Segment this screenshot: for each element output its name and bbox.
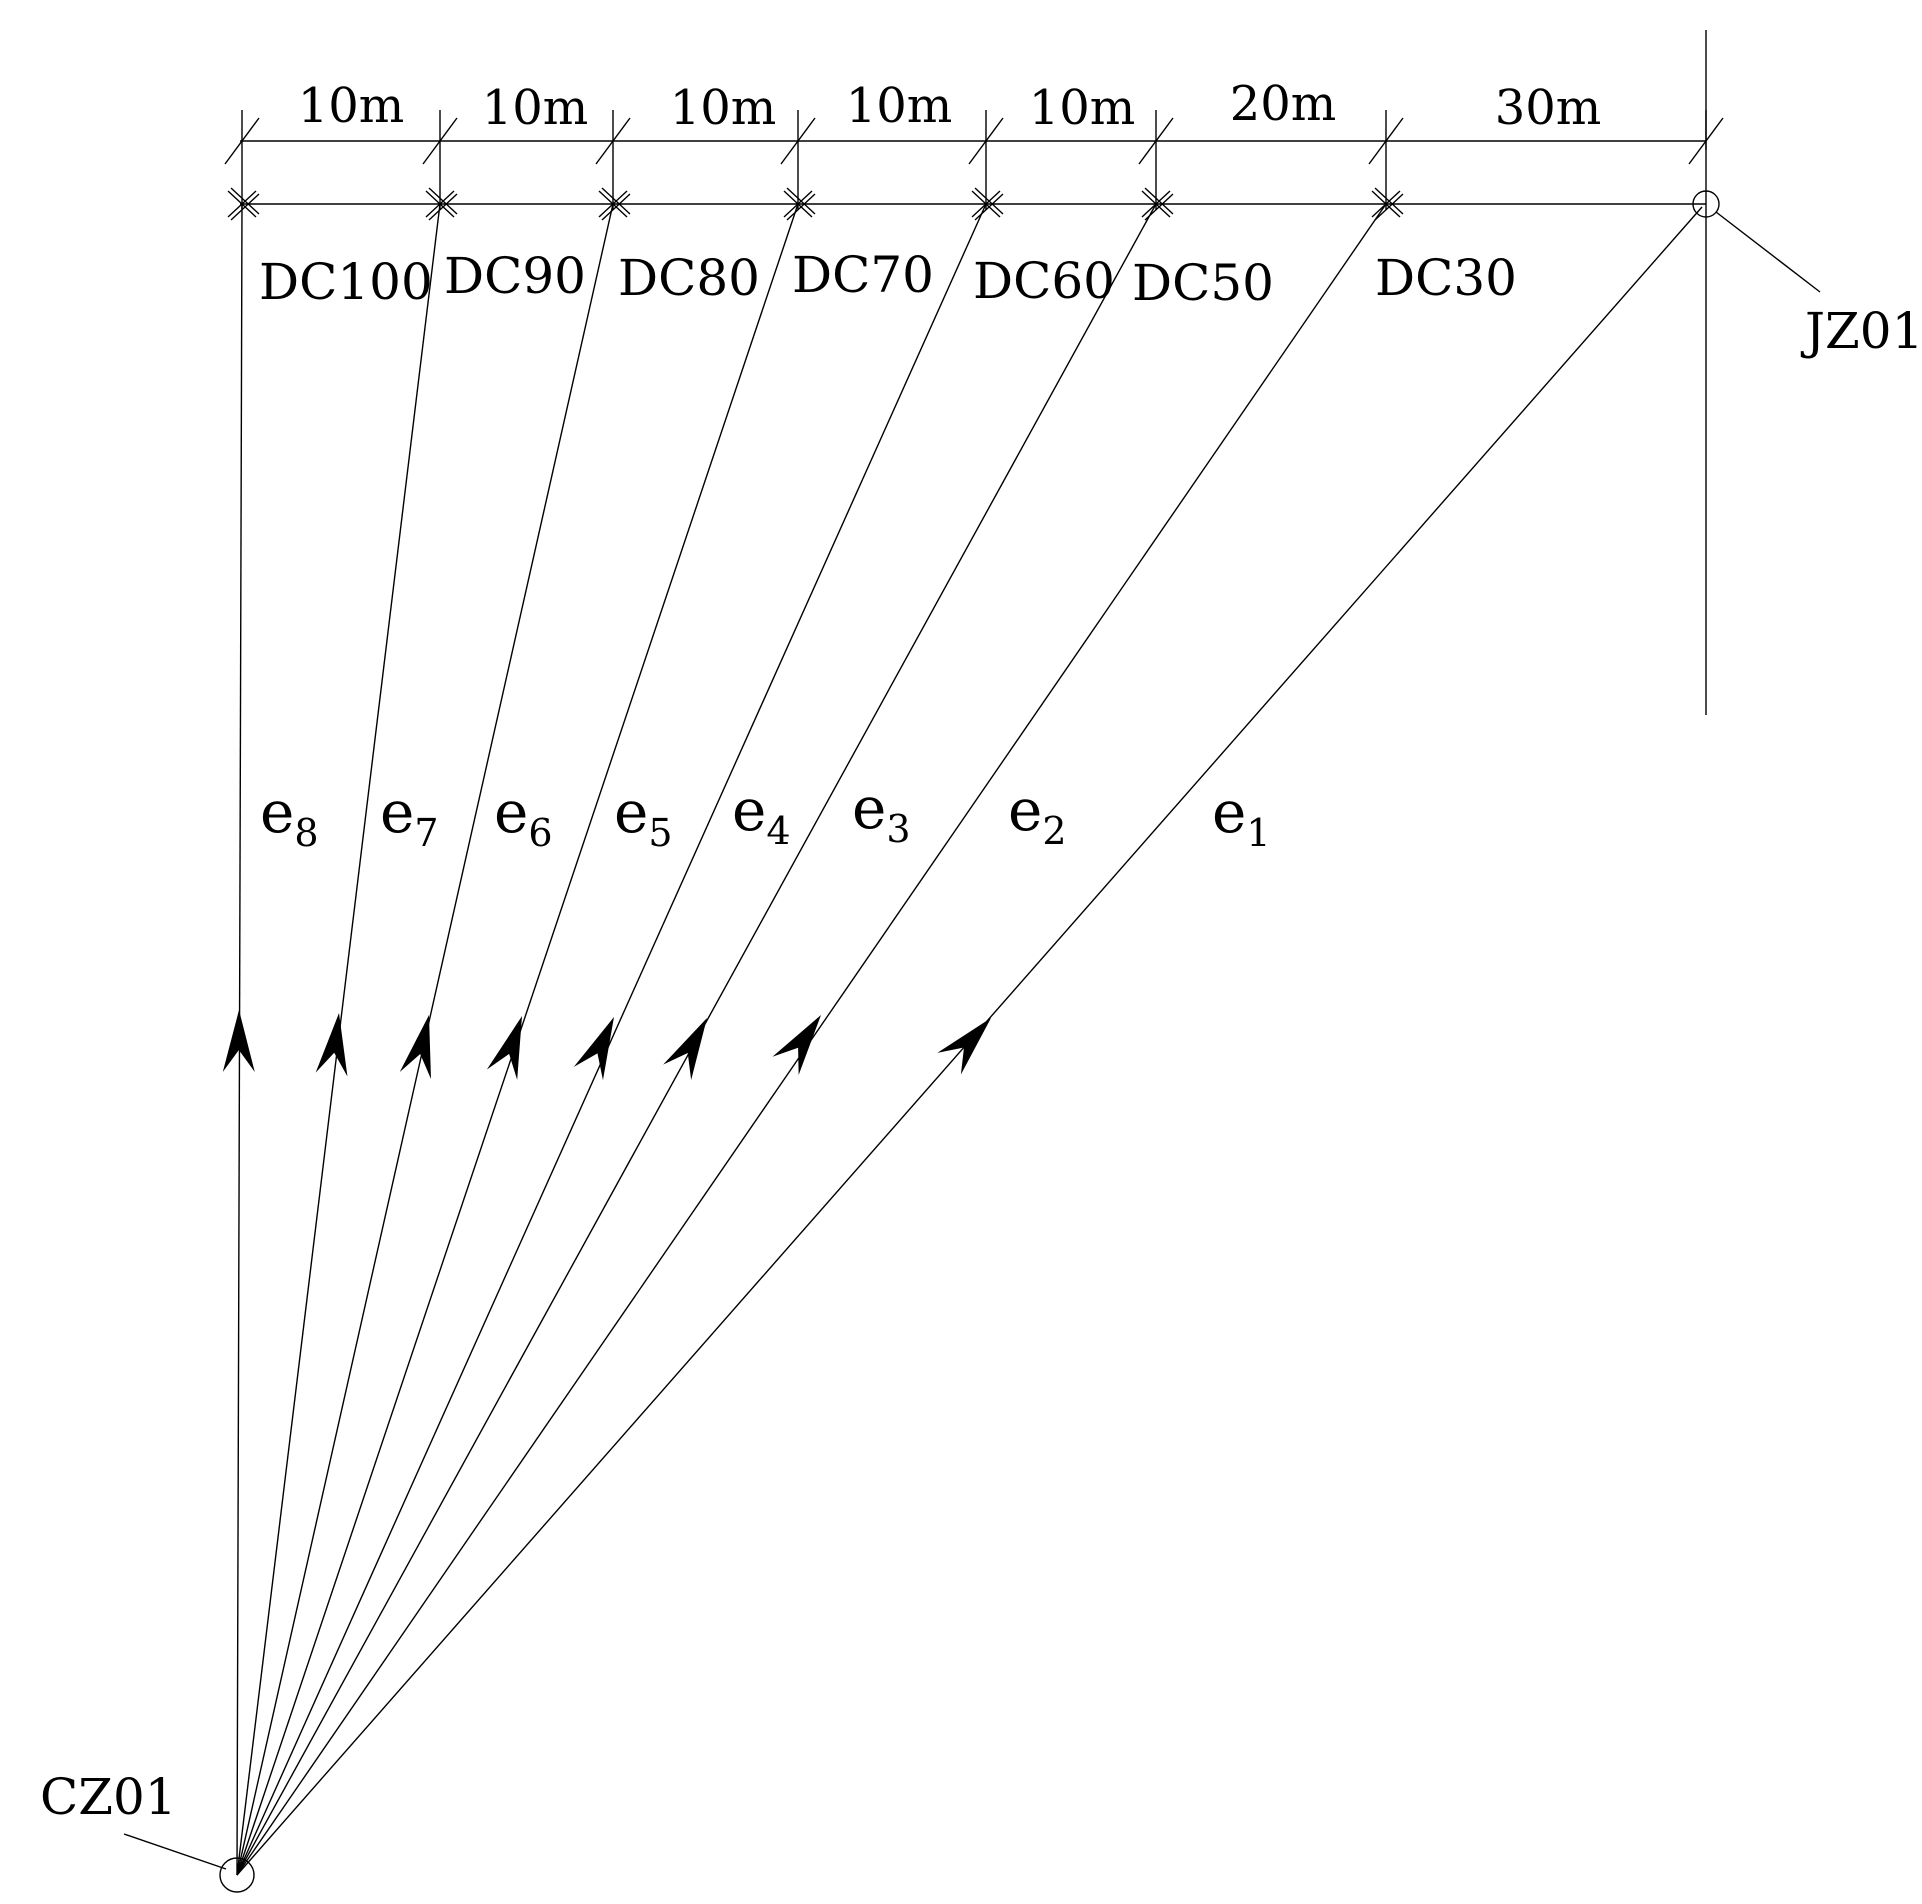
- edge-label-e2: e2: [1008, 776, 1067, 853]
- arrow-head-e4: [573, 1017, 614, 1081]
- point-label: DC80: [618, 249, 760, 307]
- point-label: DC30: [1375, 249, 1517, 307]
- dimension-tick: [595, 117, 631, 165]
- edge-label-e6: e6: [494, 778, 553, 855]
- arrow-head-e5: [486, 1016, 522, 1080]
- arrow-head-e6: [399, 1015, 431, 1080]
- dimension-tick: [1368, 117, 1404, 165]
- cross-marker-icon: [425, 187, 458, 221]
- arrow-head-e7: [315, 1013, 348, 1077]
- control-point-circle-icon: [1692, 190, 1720, 218]
- edge-label-e3: e3: [852, 774, 911, 851]
- edge-label-e5: e5: [614, 778, 673, 855]
- cross-marker-icon: [1371, 187, 1404, 221]
- dimension-tick: [968, 117, 1004, 165]
- arrow-head-e1: [937, 1018, 991, 1075]
- dimension-label: 10m: [670, 80, 777, 136]
- point-label: DC70: [792, 246, 934, 304]
- dimension-label: 10m: [1029, 80, 1136, 136]
- station-leader: [123, 1833, 227, 1870]
- arrow-head-e3: [663, 1018, 707, 1081]
- dimension-label: 30m: [1495, 80, 1602, 136]
- cross-marker-icon: [971, 187, 1004, 221]
- dimension-tick: [1138, 117, 1174, 165]
- arrowheads: [222, 1010, 991, 1081]
- dimension-tick: [224, 117, 260, 165]
- dimension-label: 10m: [482, 80, 589, 136]
- control-point-label: JZ01: [1800, 302, 1922, 360]
- control-point-leader: [1715, 211, 1821, 293]
- cross-marker-icon: [227, 187, 260, 221]
- arrow-head-e2: [772, 1015, 821, 1076]
- dimension-tick: [422, 117, 458, 165]
- arrow-head-e8: [222, 1010, 255, 1073]
- dimension-label: 20m: [1230, 76, 1337, 132]
- dimension-tick: [780, 117, 816, 165]
- point-label: DC90: [444, 247, 586, 305]
- station-label: CZ01: [40, 1768, 177, 1826]
- point-label: DC50: [1132, 254, 1274, 312]
- dimension-label: 10m: [846, 78, 953, 134]
- dimension-tick: [1688, 117, 1724, 165]
- edge-label-e1: e1: [1212, 778, 1271, 855]
- edge-label-e7: e7: [380, 778, 439, 855]
- point-label: DC60: [973, 252, 1115, 310]
- dimension-label: 10m: [298, 78, 405, 134]
- point-label: DC100: [259, 253, 433, 311]
- point-markers: [227, 187, 1404, 221]
- station-circle-icon: [219, 1857, 255, 1893]
- cross-marker-icon: [783, 187, 816, 221]
- cross-marker-icon: [598, 187, 631, 221]
- edge-label-e4: e4: [732, 776, 791, 853]
- edge-label-e8: e8: [260, 778, 319, 855]
- dimension-ticks: [224, 110, 1724, 210]
- sight-line-e4: [236, 203, 987, 1876]
- cross-marker-icon: [1141, 187, 1174, 221]
